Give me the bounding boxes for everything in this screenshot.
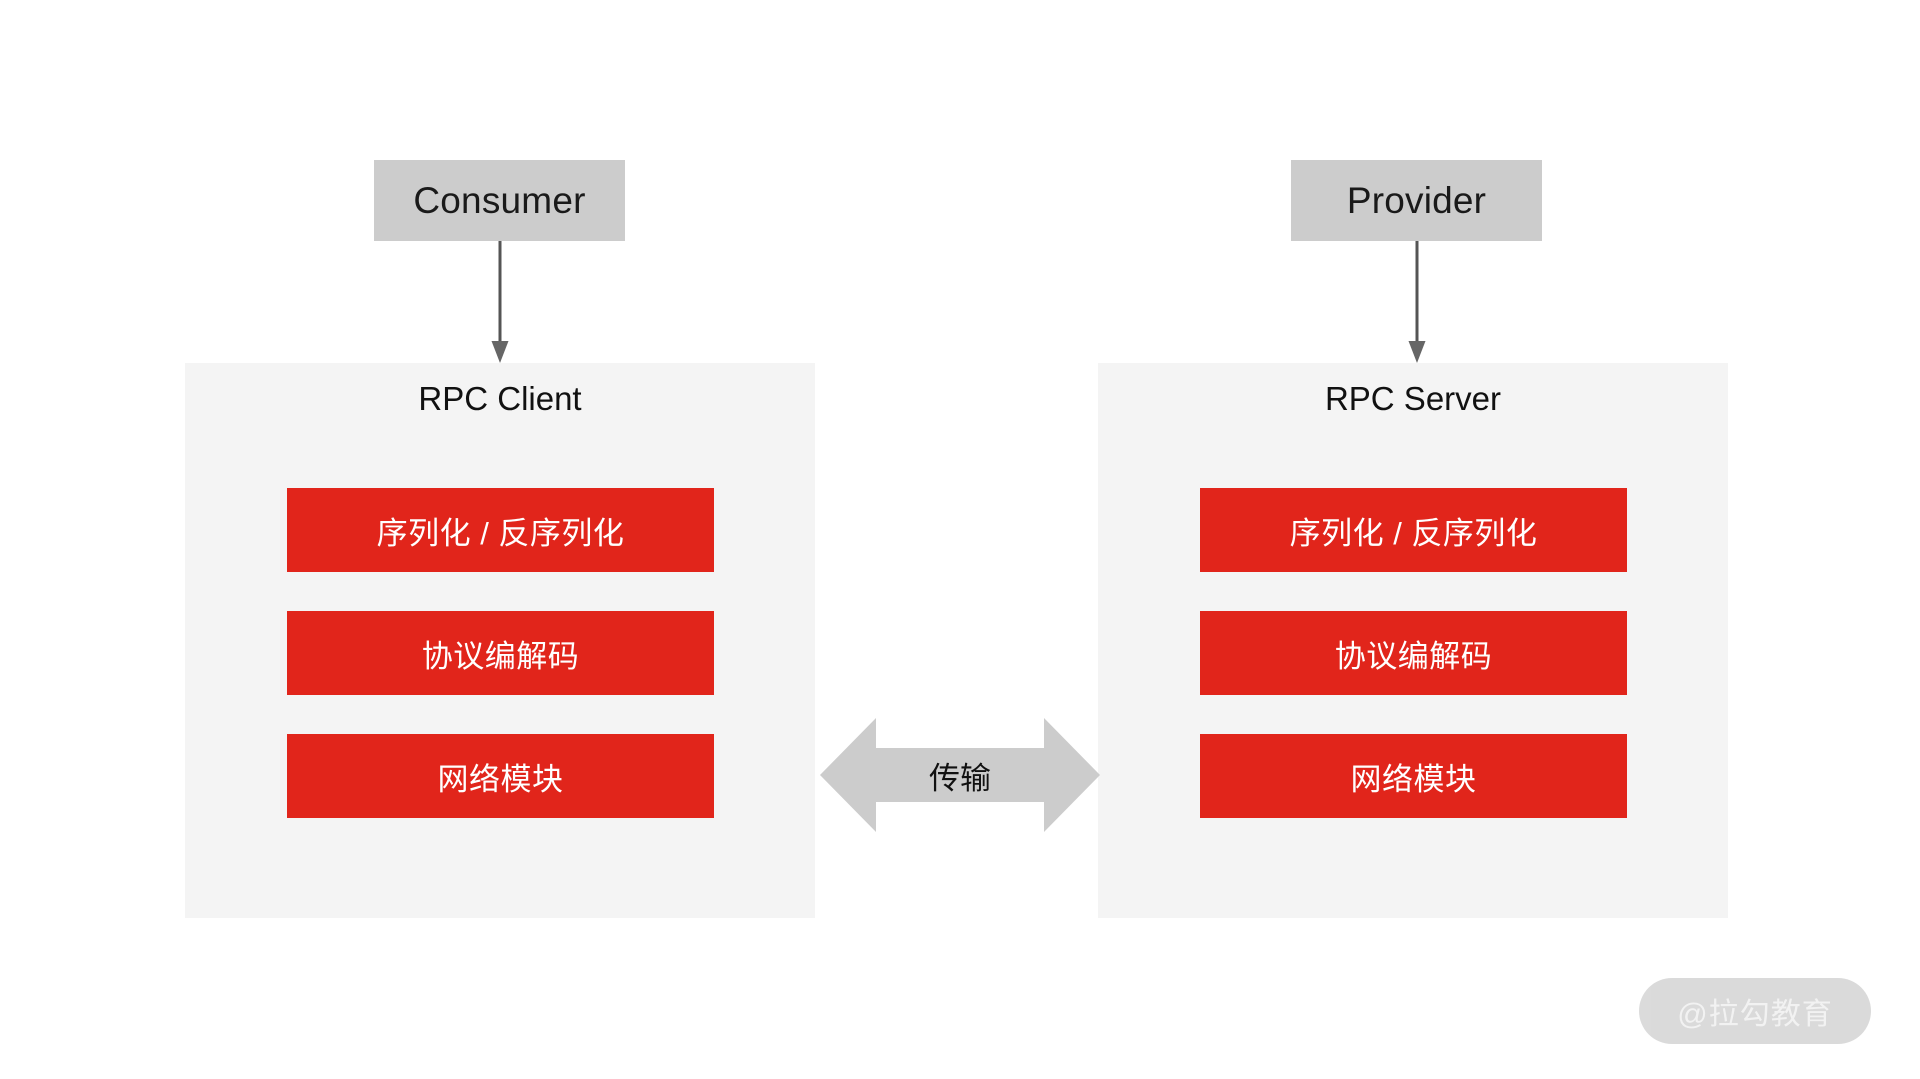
module-stack-client: 序列化 / 反序列化 协议编解码 网络模块	[287, 488, 714, 818]
actor-label-consumer: Consumer	[413, 179, 586, 221]
panel-title-rpc-server: RPC Server	[1324, 380, 1502, 417]
module-label: 网络模块	[437, 761, 564, 797]
module-label: 网络模块	[1350, 761, 1477, 797]
module-label: 协议编解码	[1334, 638, 1493, 674]
actor-label-provider: Provider	[1346, 179, 1487, 221]
panel-rpc-client: RPC Client 序列化 / 反序列化 协议编解码 网络模块	[185, 363, 815, 918]
module-box-serialization-server[interactable]: 序列化 / 反序列化	[1200, 488, 1627, 572]
module-label: 序列化 / 反序列化	[376, 515, 625, 551]
double-headed-arrow-icon-transport[interactable]	[820, 712, 1100, 838]
module-box-network-server[interactable]: 网络模块	[1200, 734, 1627, 818]
module-label: 序列化 / 反序列化	[1289, 515, 1538, 551]
watermark-badge: @拉勾教育	[1639, 978, 1871, 1044]
module-box-serialization-client[interactable]: 序列化 / 反序列化	[287, 488, 714, 572]
down-arrow-icon-consumer-to-client	[491, 241, 509, 363]
module-box-network-client[interactable]: 网络模块	[287, 734, 714, 818]
module-label: 协议编解码	[421, 638, 580, 674]
module-stack-server: 序列化 / 反序列化 协议编解码 网络模块	[1200, 488, 1627, 818]
actor-box-consumer[interactable]: Consumer	[374, 160, 625, 241]
panel-title-rpc-client: RPC Client	[418, 380, 582, 417]
panel-rpc-server: RPC Server 序列化 / 反序列化 协议编解码 网络模块	[1098, 363, 1728, 918]
module-box-protocol-codec-server[interactable]: 协议编解码	[1200, 611, 1627, 695]
down-arrow-icon-provider-to-server	[1408, 241, 1426, 363]
module-box-protocol-codec-client[interactable]: 协议编解码	[287, 611, 714, 695]
actor-box-provider[interactable]: Provider	[1291, 160, 1542, 241]
watermark-text: @拉勾教育	[1677, 998, 1833, 1031]
